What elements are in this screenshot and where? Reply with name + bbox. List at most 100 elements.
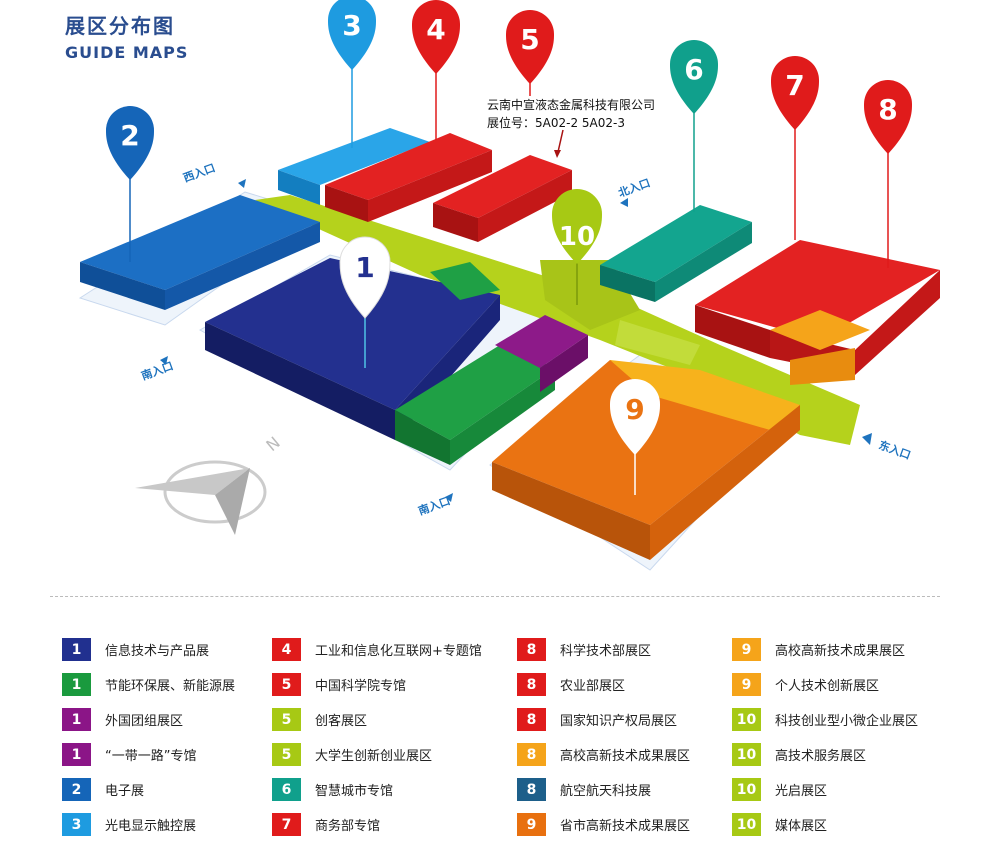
legend-badge: 1: [62, 673, 91, 696]
legend-item: 10 光启展区: [732, 772, 918, 807]
title-en: GUIDE MAPS: [65, 43, 189, 62]
arrow-icon: [160, 356, 168, 365]
legend-label: 节能环保展、新能源展: [105, 679, 236, 694]
entrance-south-right[interactable]: 南入口: [416, 493, 453, 518]
legend-item: 1 节能环保展、新能源展: [62, 667, 235, 702]
legend-label: 国家知识产权局展区: [560, 714, 678, 729]
legend-badge: 8: [517, 638, 546, 661]
pin-10-label: 10: [559, 222, 595, 252]
compass-north-label: N: [262, 433, 283, 455]
legend-label: 航空航天科技展: [560, 784, 652, 799]
legend-badge: 8: [517, 778, 546, 801]
legend-item: 2 电子展: [62, 772, 235, 807]
entrance-north[interactable]: 北入口: [616, 175, 652, 207]
arrow-icon: [620, 198, 628, 207]
legend-label: 中国科学院专馆: [315, 679, 407, 694]
legend-label: 高技术服务展区: [775, 749, 867, 764]
pin-3[interactable]: 3: [328, 0, 376, 148]
entrance-north-label: 北入口: [616, 175, 652, 199]
hall-1[interactable]: [205, 258, 588, 465]
hall-3[interactable]: [278, 128, 430, 205]
legend-label: 创客展区: [315, 714, 368, 729]
legend-column: 1 信息技术与产品展 1 节能环保展、新能源展 1 外国团组展区 1 “一带一路”专馆 2 电子展…: [62, 632, 235, 842]
legend-item: 9 高校高新技术成果展区: [732, 632, 918, 667]
pin-8-label: 8: [878, 93, 897, 126]
pin-6[interactable]: 6: [670, 40, 718, 212]
legend-badge: 9: [732, 673, 761, 696]
legend-badge: 1: [62, 638, 91, 661]
legend-label: “一带一路”专馆: [105, 749, 197, 764]
legend-badge: 2: [62, 778, 91, 801]
hall-2[interactable]: [80, 195, 320, 310]
legend-label: 信息技术与产品展: [105, 644, 210, 659]
page-title: 展区分布图 GUIDE MAPS: [65, 10, 188, 62]
legend-badge: 10: [732, 778, 761, 801]
legend-item: 1 “一带一路”专馆: [62, 737, 235, 772]
hall-9[interactable]: [492, 360, 800, 560]
legend-item: 3 光电显示触控展: [62, 807, 235, 842]
legend-badge: 3: [62, 813, 91, 836]
legend-badge: 9: [732, 638, 761, 661]
legend-divider: [50, 596, 940, 597]
pin-7[interactable]: 7: [771, 56, 819, 240]
legend-badge: 1: [62, 743, 91, 766]
legend-item: 5 中国科学院专馆: [272, 667, 482, 702]
legend-label: 外国团组展区: [105, 714, 184, 729]
legend-item: 1 信息技术与产品展: [62, 632, 235, 667]
legend: 1 信息技术与产品展 1 节能环保展、新能源展 1 外国团组展区 1 “一带一路”专馆 2 电子展…: [62, 632, 962, 836]
booth-annotation: 云南中宣液态金属科技有限公司 展位号：5A02-2 5A02-3: [487, 96, 655, 132]
pin-8[interactable]: 8: [864, 80, 912, 268]
hall-6[interactable]: [600, 205, 752, 302]
pin-4[interactable]: 4: [412, 0, 460, 140]
pin-5-label: 5: [520, 23, 539, 56]
annotation-arrow-icon: [557, 129, 564, 153]
legend-label: 农业部展区: [560, 679, 626, 694]
exhibition-map: 西入口 北入口 南入口 南入口 东入口 N 1 2 3: [78, 0, 940, 571]
arrow-icon: [862, 433, 872, 445]
entrance-south-left[interactable]: 南入口: [139, 356, 175, 383]
legend-label: 省市高新技术成果展区: [560, 819, 691, 834]
entrance-south-left-label: 南入口: [139, 358, 175, 382]
legend-badge: 8: [517, 708, 546, 731]
legend-label: 智慧城市专馆: [315, 784, 394, 799]
legend-badge: 1: [62, 708, 91, 731]
pin-9[interactable]: 9: [610, 379, 660, 495]
legend-label: 光启展区: [775, 784, 828, 799]
pin-9-label: 9: [625, 393, 644, 426]
legend-label: 媒体展区: [775, 819, 828, 834]
pin-10[interactable]: 10: [552, 189, 602, 305]
legend-label: 高校高新技术成果展区: [775, 644, 906, 659]
hall-5[interactable]: [433, 155, 572, 242]
pin-3-label: 3: [342, 9, 361, 42]
hall-4[interactable]: [325, 133, 492, 222]
pin-2[interactable]: 2: [106, 106, 154, 262]
pin-2-label: 2: [120, 119, 139, 152]
annotation-company: 云南中宣液态金属科技有限公司: [487, 98, 656, 112]
entrance-west[interactable]: 西入口: [182, 161, 246, 188]
legend-label: 光电显示触控展: [105, 819, 197, 834]
legend-item: 8 国家知识产权局展区: [517, 702, 690, 737]
legend-label: 电子展: [105, 784, 145, 799]
pin-1[interactable]: 1: [339, 236, 391, 368]
legend-badge: 5: [272, 673, 301, 696]
pin-5[interactable]: 5: [506, 10, 554, 96]
entrance-east[interactable]: 东入口: [862, 433, 913, 462]
arrow-icon: [238, 179, 246, 188]
legend-item: 1 外国团组展区: [62, 702, 235, 737]
legend-label: 科技创业型小微企业展区: [775, 714, 919, 729]
legend-item: 8 航空航天科技展: [517, 772, 690, 807]
hall-7-8[interactable]: [695, 240, 940, 385]
legend-badge: 8: [517, 673, 546, 696]
